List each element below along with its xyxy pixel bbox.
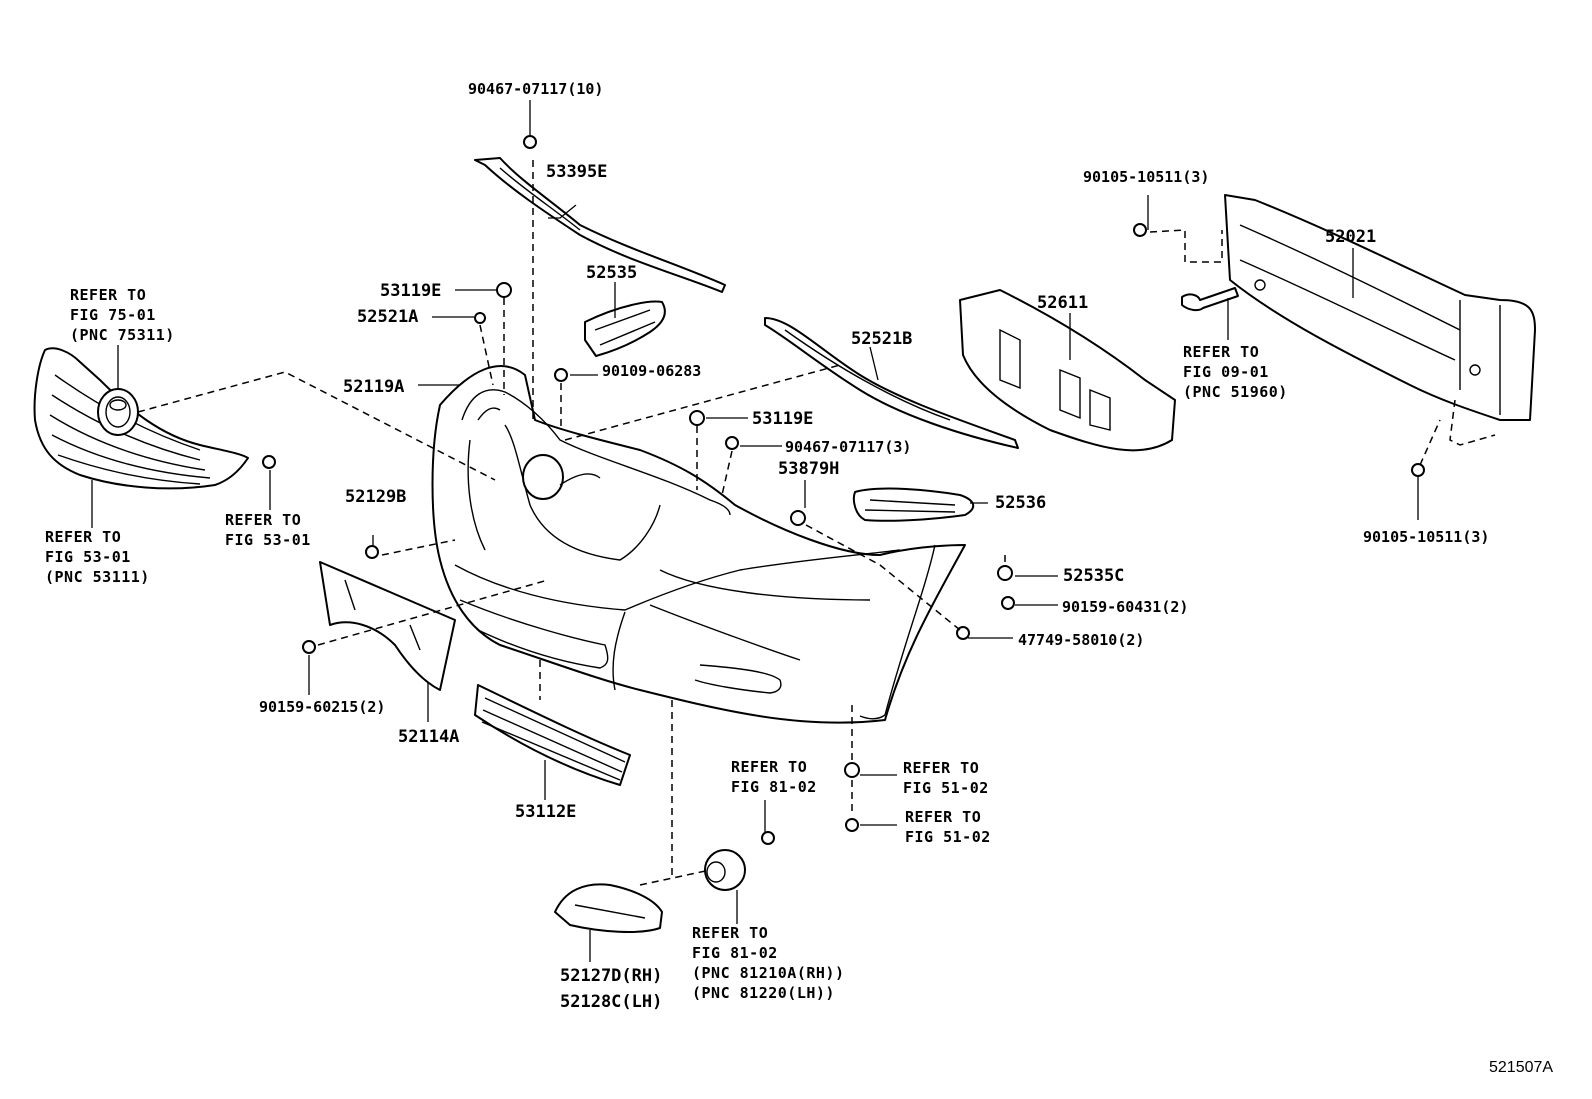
label-bolt-90467-top: 90467-07117(10) [468,80,604,98]
label-part-52611: 52611 [1037,293,1089,313]
label-part-52128C: 52128C(LH) [560,992,663,1012]
fog-lamp-cover[interactable] [554,883,663,933]
label-part-52535: 52535 [586,263,638,283]
label-bolt-90467-mid: 90467-07117(3) [785,438,912,456]
label-part-52521A: 52521A [357,307,419,327]
label-bolt-90105-top: 90105-10511(3) [1083,168,1210,186]
label-part-52521B: 52521B [851,329,913,349]
label-part-52536: 52536 [995,493,1047,513]
bumper-side-retainer-52535[interactable] [584,300,666,357]
lower-grille[interactable] [474,684,631,786]
bumper-side-retainer-52536[interactable] [852,487,975,522]
label-part-52535C: 52535C [1063,566,1125,586]
label-part-53879H: 53879H [778,459,840,479]
label-part-52127D: 52127D(RH) [560,966,663,986]
label-part-53119E-mid: 53119E [752,409,814,429]
front-bumper-cover[interactable] [431,365,966,724]
leader-lines [91,100,1419,962]
fog-lamp[interactable] [704,849,746,891]
radiator-grille[interactable] [33,347,249,490]
label-bolt-90159-60431: 90159-60431(2) [1062,598,1189,616]
label-part-52021: 52021 [1325,227,1377,247]
label-part-52119A: 52119A [343,377,405,397]
figure-code: 521507A [1489,1059,1554,1076]
label-part-53112E: 53112E [515,802,577,822]
label-part-52129B: 52129B [345,487,407,507]
bumper-reinforcement[interactable] [1224,194,1536,421]
label-part-52114A: 52114A [398,727,460,747]
energy-absorber[interactable] [959,289,1176,452]
label-part-53395E: 53395E [546,162,608,182]
label-part-53119E-top: 53119E [380,281,442,301]
label-bolt-90159-60215: 90159-60215(2) [259,698,386,716]
label-bolt-90105-bottom: 90105-10511(3) [1363,528,1490,546]
toyota-emblem[interactable] [97,388,139,436]
bumper-retainer-52521B[interactable] [764,317,1019,449]
towing-eye[interactable] [1181,287,1239,312]
label-bolt-90109: 90109-06283 [602,362,702,380]
bumper-retainer-upper-strip[interactable] [474,157,726,293]
label-bolt-47749: 47749-58010(2) [1018,631,1145,649]
